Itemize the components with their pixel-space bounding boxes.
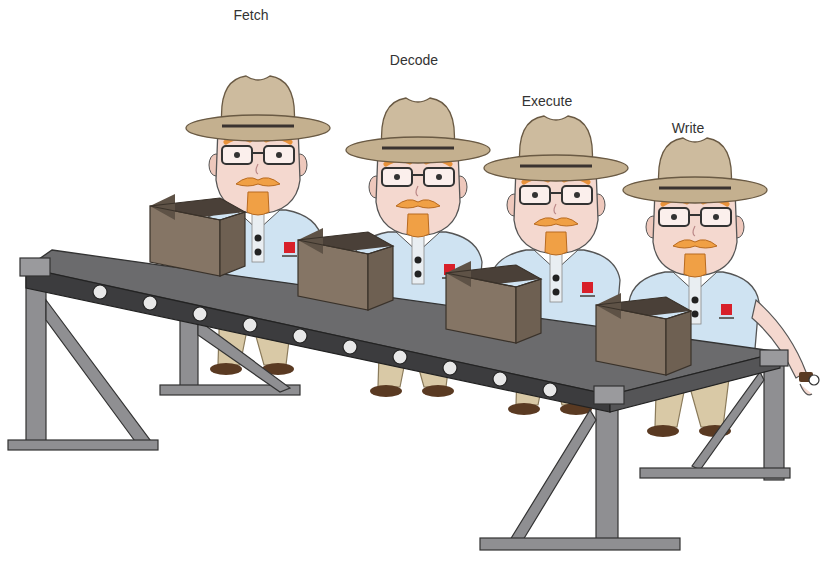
stage-label: Fetch (233, 7, 268, 24)
stage-label: Write (672, 120, 704, 137)
conveyor-belt (20, 250, 788, 412)
stage-label: Decode (390, 52, 438, 69)
carton-box (150, 158, 691, 375)
stage-label: Execute (522, 93, 573, 110)
worker-figure (186, 76, 819, 437)
